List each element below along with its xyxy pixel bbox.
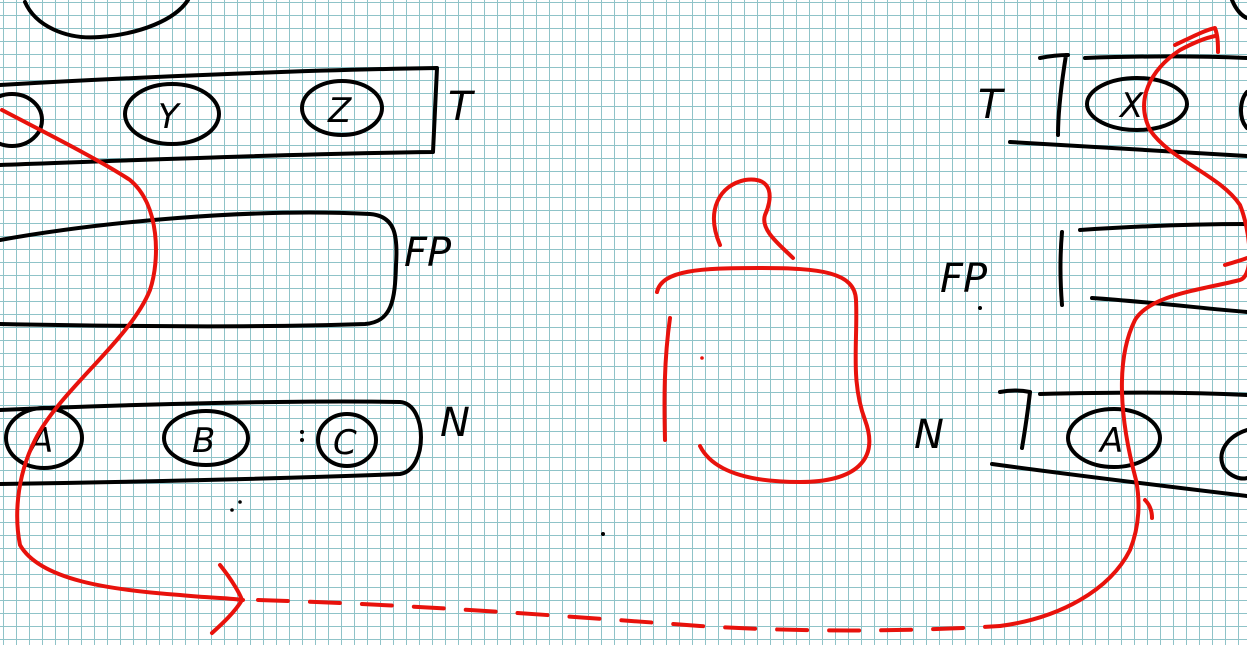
dot-mark xyxy=(300,430,304,434)
n-row-label-left: N xyxy=(440,400,470,446)
traversal-curve-right xyxy=(998,34,1247,628)
t-row-box-left xyxy=(0,66,439,167)
node-c-left xyxy=(316,412,378,468)
arrowhead-bottom-right xyxy=(1143,498,1154,520)
center-bag-left-side xyxy=(662,316,672,442)
node-z-label-left: Z xyxy=(327,91,352,131)
stray-dot xyxy=(238,500,242,504)
arrowhead-left xyxy=(210,563,244,635)
partial-circle-top-right xyxy=(1230,0,1247,20)
node-c-label-left: C xyxy=(333,423,357,463)
node-a-label-right: A xyxy=(1098,421,1123,461)
t-row-bracket-right xyxy=(1038,53,1070,137)
fp-row-box-left xyxy=(0,210,399,329)
n-row-box-left xyxy=(0,399,423,486)
stray-dot xyxy=(601,532,605,536)
node-x-label-right: X xyxy=(1118,86,1144,126)
fp-row-bracket-right xyxy=(1058,222,1247,314)
node-z-left xyxy=(300,79,384,137)
center-bag-body xyxy=(655,266,872,484)
partial-circle-top-left xyxy=(23,0,190,40)
n-row-box-right xyxy=(990,390,1247,498)
partial-node-right-n xyxy=(1219,428,1247,481)
dot-mark xyxy=(978,306,982,310)
arrowhead-top-right xyxy=(1173,26,1220,54)
t-row-label-left: T xyxy=(448,84,476,130)
dot-mark xyxy=(300,438,304,442)
red-dot xyxy=(700,356,704,360)
node-x-left xyxy=(0,92,44,148)
node-b-left xyxy=(162,409,250,467)
node-b-label-left: B xyxy=(192,421,215,461)
node-a-left xyxy=(4,406,84,470)
stray-dot xyxy=(230,508,234,512)
n-row-label-right: N xyxy=(914,412,944,458)
fp-row-label-right: FP xyxy=(940,256,988,302)
partial-node-right xyxy=(1239,90,1247,130)
dashed-traversal xyxy=(256,598,1002,633)
node-y-label-left: Y xyxy=(158,97,181,137)
arrowhead-mid-right xyxy=(1223,256,1247,267)
center-handle-loop xyxy=(712,177,795,260)
node-a-right xyxy=(1066,407,1162,469)
node-y-left xyxy=(123,82,221,146)
t-row-label-right: T xyxy=(978,82,1006,128)
traversal-curve-left xyxy=(0,108,245,602)
node-x-right xyxy=(1085,76,1189,132)
n-row-bracket-right xyxy=(998,388,1032,450)
fp-row-label-left: FP xyxy=(404,230,452,276)
